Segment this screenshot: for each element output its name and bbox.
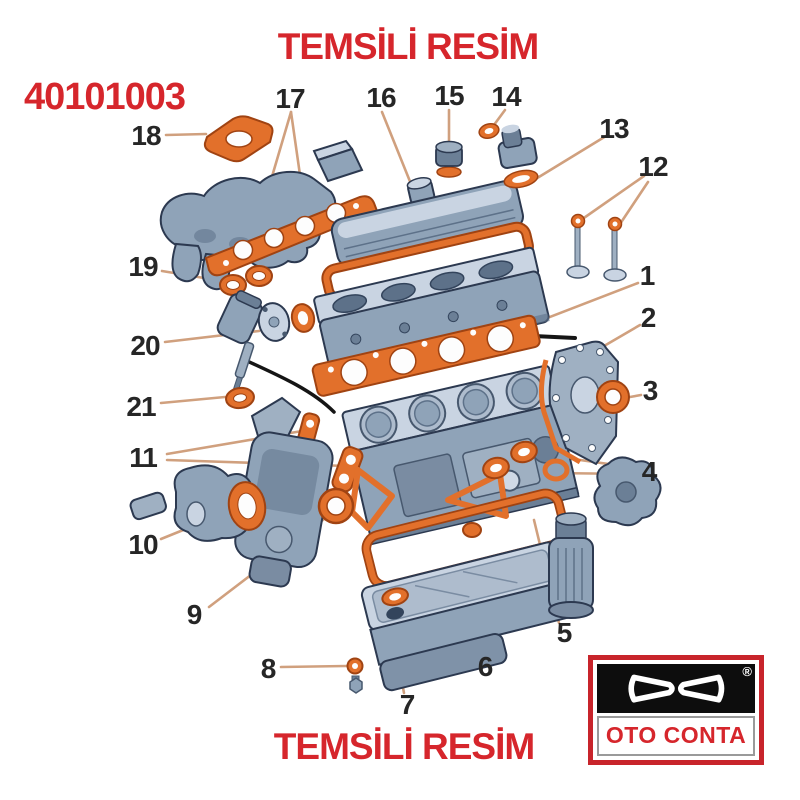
- callout-17: 17: [275, 83, 305, 114]
- water-pump-10: [129, 464, 267, 542]
- oil-filter-5: [548, 512, 594, 619]
- valve-cover: [330, 177, 524, 267]
- breather-13: [497, 124, 539, 189]
- gasket-18: [203, 115, 274, 163]
- page-title-top: TEMSİLİ RESİM: [277, 26, 539, 67]
- page-title-bottom: TEMSİLİ RESİM: [273, 726, 535, 767]
- callout-5: 5: [556, 617, 573, 648]
- brand-name: OTO CONTA: [605, 722, 747, 749]
- callout-6: 6: [477, 651, 494, 682]
- timing-cover: [234, 396, 334, 588]
- dc-emblem-icon: [628, 674, 724, 703]
- callout-11: 11: [129, 442, 158, 473]
- callout-2: 2: [640, 302, 657, 333]
- callout-1: 1: [639, 260, 656, 291]
- callout-4: 4: [641, 456, 658, 487]
- callout-15: 15: [434, 80, 464, 111]
- head-gasket-1: [311, 314, 541, 397]
- callout-9: 9: [186, 599, 203, 630]
- gasket-cluster-4: [445, 440, 662, 538]
- part-number: 40101003: [24, 76, 186, 118]
- crank-seal-9: [317, 487, 355, 525]
- engine-block: [341, 364, 580, 546]
- callout-14: 14: [491, 81, 521, 112]
- seal-ring-21: [225, 386, 255, 410]
- oto-conta-logo: ® OTO CONTA: [588, 655, 764, 765]
- seal-ring-3: [596, 380, 630, 414]
- backplate-2: [538, 340, 620, 466]
- callout-21: 21: [126, 391, 156, 422]
- seal-14: [478, 123, 500, 139]
- callout-13: 13: [599, 113, 629, 144]
- oil-pan: [360, 541, 575, 692]
- callout-7: 7: [399, 689, 416, 720]
- callout-3: 3: [642, 375, 659, 406]
- drain-plug-8: [346, 657, 364, 694]
- valves-12: [566, 213, 627, 282]
- callout-16: 16: [366, 82, 396, 113]
- logo-emblem-panel: ®: [597, 664, 755, 713]
- logo-brand-panel: OTO CONTA: [597, 715, 755, 756]
- distributor-20: [216, 290, 316, 391]
- registered-mark: ®: [742, 664, 752, 679]
- oil-cap-15: [435, 140, 463, 178]
- gasket-19: [219, 265, 273, 296]
- callout-10: 10: [128, 529, 158, 560]
- callout-18: 18: [131, 120, 161, 151]
- callout-20: 20: [130, 330, 160, 361]
- callout-19: 19: [128, 251, 158, 282]
- callout-12: 12: [638, 151, 668, 182]
- callout-8: 8: [260, 653, 277, 684]
